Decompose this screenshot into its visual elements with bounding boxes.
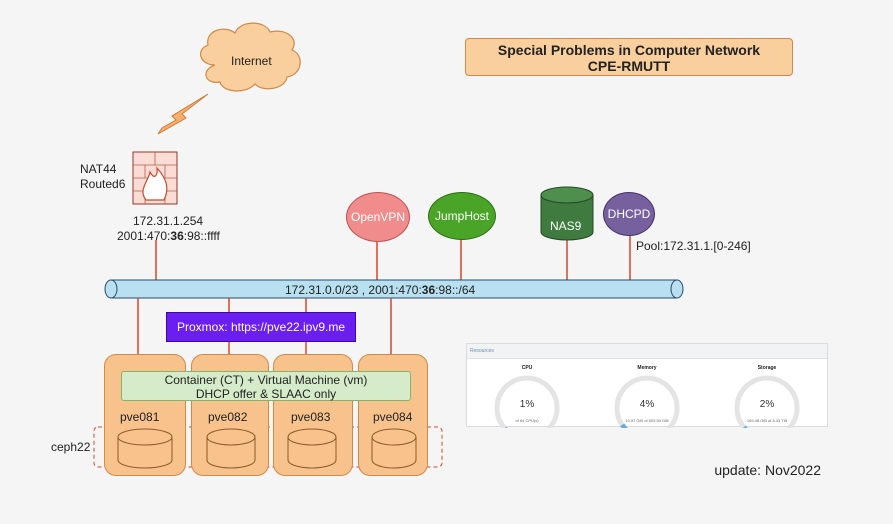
jumphost-node: JumpHost: [428, 192, 496, 240]
container-line1: Container (CT) + Virtual Machine (vm): [164, 373, 368, 387]
firewall-label: NAT44 Routed6: [80, 162, 125, 192]
routed-label: Routed6: [80, 177, 126, 191]
resources-header: Resources: [467, 344, 827, 359]
dhcpd-label: DHCPD: [607, 207, 651, 221]
proxmox-link-box[interactable]: Proxmox: https://pve22.ipv9.me: [166, 312, 356, 342]
firewall-ipv4: 172.31.1.254: [133, 214, 204, 228]
proxmox-label: Proxmox: https://pve22.ipv9.me: [176, 320, 346, 334]
network-bus: [104, 279, 684, 299]
title-line2: CPE-RMUTT: [587, 58, 671, 74]
openvpn-node: OpenVPN: [346, 192, 410, 242]
disk-icon: [287, 428, 337, 469]
storage-sub: 169.48 GiB of 8.33 TiB: [746, 418, 788, 423]
gauge-fill: [620, 423, 628, 428]
pve-name-2: pve082: [208, 410, 248, 424]
dhcpd-node: DHCPD: [603, 192, 655, 236]
ipv6-prefix: 2001:470:: [117, 229, 171, 243]
ceph-label: ceph22: [51, 440, 91, 454]
lightning-icon: [157, 93, 209, 135]
firewall-ipv6: 2001:470:36:98::ffff: [117, 229, 220, 243]
gauge-track: [734, 375, 800, 428]
title-line1: Special Problems in Computer Network: [497, 42, 761, 58]
pve-name-1: pve081: [120, 410, 160, 424]
update-label: update: Nov2022: [714, 462, 821, 478]
disk-icon: [206, 428, 256, 469]
gauge-track: [614, 375, 680, 428]
network-prefix: 172.31.0.0/23 , 2001:470:: [285, 283, 422, 297]
network-bold: 36: [421, 283, 436, 297]
gauge-track: [494, 375, 560, 428]
pve-name-3: pve083: [291, 410, 331, 424]
cpu-title: CPU: [521, 365, 533, 371]
gauge-fill: [742, 425, 748, 428]
diagram-title: Special Problems in Computer Network CPE…: [465, 38, 793, 76]
nas-label: NAS9: [550, 219, 582, 233]
internet-label: Internet: [231, 54, 272, 68]
gauge-layer: [494, 375, 800, 428]
disk-icon: [117, 428, 173, 469]
network-suffix: :98::/64: [435, 283, 476, 297]
internet-cloud: [199, 22, 301, 92]
ipv6-bold: 36: [170, 229, 184, 243]
ipv6-suffix: :98::ffff: [183, 229, 220, 243]
storage-percent: 2%: [759, 399, 775, 410]
memory-title: Memory: [637, 365, 657, 371]
pve-name-4: pve084: [373, 410, 413, 424]
jumphost-label: JumpHost: [434, 209, 490, 223]
memory-sub: 19.57 GiB of 503.59 GiB: [625, 418, 669, 423]
cpu-sub: of 64 CPU(s): [515, 418, 539, 423]
network-label: 172.31.0.0/23 , 2001:470:36:98::/64: [285, 283, 475, 297]
container-vm-box: Container (CT) + Virtual Machine (vm) DH…: [121, 371, 411, 401]
resources-panel: Resources CPU Memory Storage 1% 4% 2% of…: [466, 343, 828, 428]
nat-label: NAT44: [80, 162, 117, 176]
dhcp-pool-label: Pool:172.31.1.[0-246]: [636, 239, 751, 253]
container-line2: DHCP offer & SLAAC only: [195, 387, 337, 401]
cpu-percent: 1%: [519, 399, 535, 410]
memory-percent: 4%: [639, 399, 655, 410]
firewall-icon: [132, 151, 178, 205]
disk-icon: [371, 428, 417, 469]
openvpn-label: OpenVPN: [350, 210, 406, 224]
storage-title: Storage: [757, 365, 777, 371]
nas-cylinder-icon: [540, 186, 594, 241]
